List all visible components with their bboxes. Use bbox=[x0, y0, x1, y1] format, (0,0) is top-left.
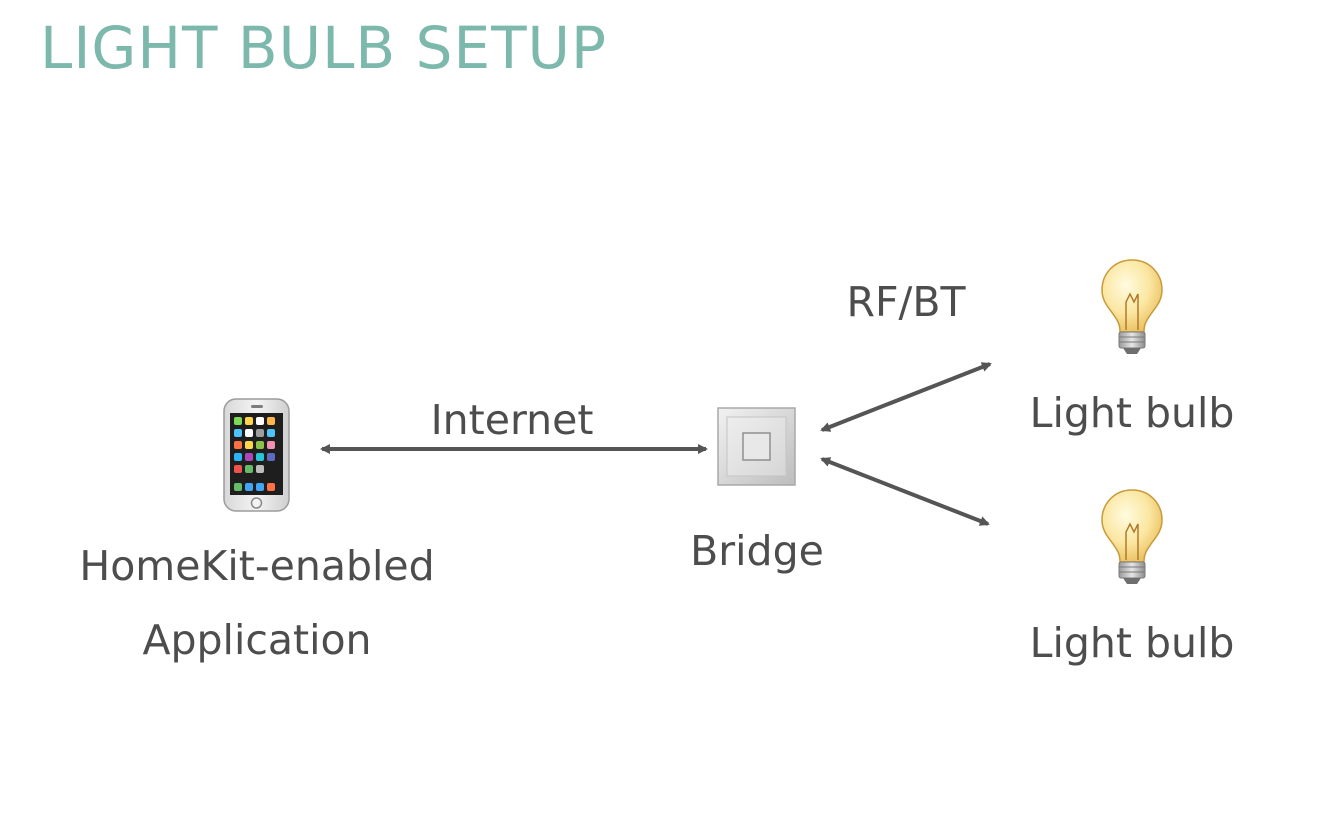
slide-title: LIGHT BULB SETUP bbox=[40, 14, 607, 82]
app-label-line1: HomeKit-enabled bbox=[79, 542, 435, 590]
internet-label: Internet bbox=[430, 396, 594, 444]
radio-label: RF/BT bbox=[846, 278, 966, 326]
light-bulb-icon bbox=[1101, 259, 1163, 354]
bridge-label: Bridge bbox=[690, 527, 824, 575]
light-bulb-icon bbox=[1101, 489, 1163, 584]
bridge-icon bbox=[717, 407, 796, 486]
radio-arrow-top bbox=[820, 362, 992, 432]
bulb-top-label: Light bulb bbox=[1029, 389, 1235, 437]
bulb-bottom-label: Light bulb bbox=[1029, 619, 1235, 667]
radio-arrow-bottom bbox=[820, 457, 990, 526]
app-label-line2: Application bbox=[142, 616, 372, 664]
smartphone-icon bbox=[223, 398, 290, 512]
